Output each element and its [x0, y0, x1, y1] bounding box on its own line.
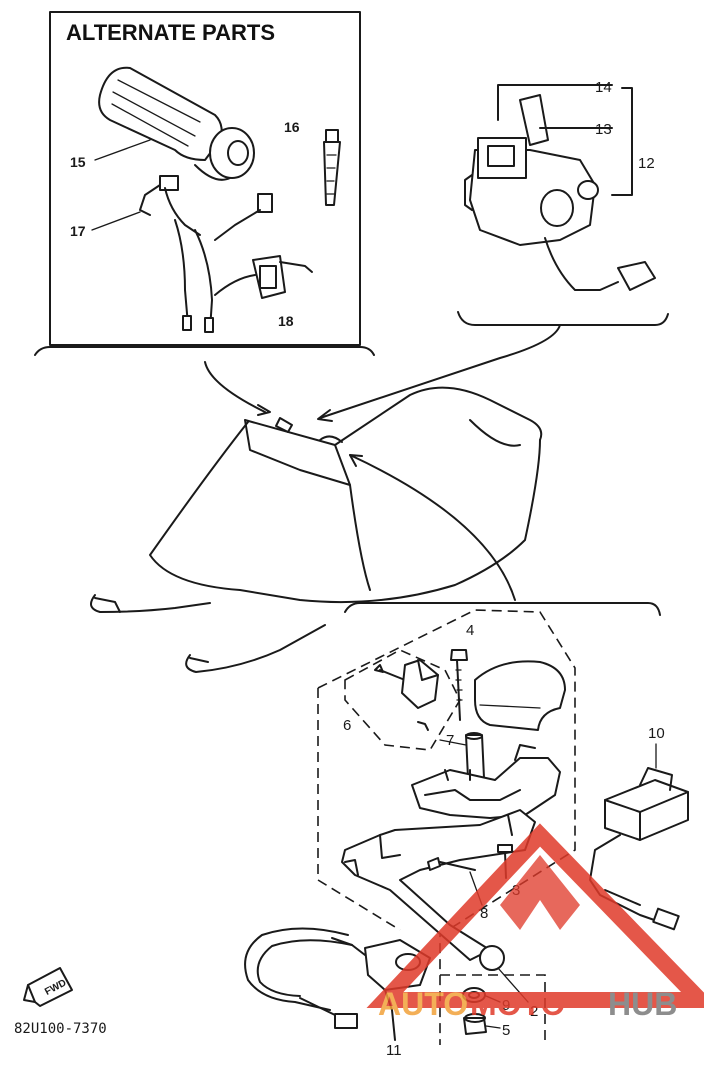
alternate-parts-box: ALTERNATE PARTS 15 16 [34, 11, 375, 356]
watermark-text-moto: MOTO [470, 986, 565, 1022]
callout-17: 17 [70, 223, 86, 239]
pointer-throttle-assy [349, 454, 516, 601]
part-throttle-cover [474, 660, 566, 731]
callout-15: 15 [70, 154, 86, 170]
alternate-parts-title: ALTERNATE PARTS [66, 20, 275, 45]
callout-2: 2 [530, 1003, 538, 1020]
part-4-bolt [450, 649, 468, 721]
callout-4: 4 [466, 622, 474, 639]
leader-7 [439, 739, 467, 746]
leader-15 [94, 139, 151, 161]
callout-12: 12 [638, 155, 655, 172]
fwd-arrow-icon: FWD [23, 967, 73, 1007]
watermark-text-auto: AUTO [378, 986, 468, 1022]
part-5-nut [463, 1013, 487, 1035]
part-16-tie-strap [323, 129, 341, 206]
part-2-knob [479, 945, 505, 971]
part-8-screw [427, 857, 476, 871]
leader-12-bracket [611, 87, 633, 196]
diagram-code: 82U100-7370 [14, 1021, 107, 1037]
callout-8: 8 [480, 905, 488, 922]
bracket-switch-group [457, 311, 669, 326]
pointer-switch-assy [319, 324, 561, 419]
callout-6: 6 [343, 717, 351, 734]
part-throttle-housing: ​ [411, 744, 561, 819]
part-18-switch [214, 255, 313, 299]
callout-13: 13 [595, 121, 612, 138]
snowmobile-body [90, 386, 543, 673]
watermark-text-hub: HUB [608, 986, 677, 1022]
callout-16: 16 [284, 119, 300, 135]
callout-7: 7 [446, 732, 454, 749]
callout-14: 14 [595, 79, 612, 96]
leader-5 [485, 1025, 501, 1029]
leader-17 [91, 211, 141, 231]
part-17-wire-harness [139, 175, 273, 333]
bracket-throttle-group [344, 602, 661, 616]
subassembly-9-outline [440, 974, 546, 1045]
part-7-collar [465, 732, 485, 779]
subassembly-6-outline [344, 649, 461, 751]
callout-11: 11 [386, 1042, 402, 1059]
callout-5: 5 [502, 1022, 510, 1039]
watermark-logo: AUTO MOTO HUB [366, 823, 704, 1022]
part-6-screw-kit [374, 659, 439, 731]
part-12-switch-assy [464, 94, 656, 291]
watermark-triangle-icon [366, 823, 704, 1008]
callout-18: 18 [278, 313, 294, 329]
leader-14 [497, 84, 613, 121]
pointer-alt-parts [204, 361, 266, 413]
part-throttle-lever [341, 809, 536, 961]
part-15-grip [98, 66, 255, 181]
callout-10: 10 [648, 725, 665, 742]
